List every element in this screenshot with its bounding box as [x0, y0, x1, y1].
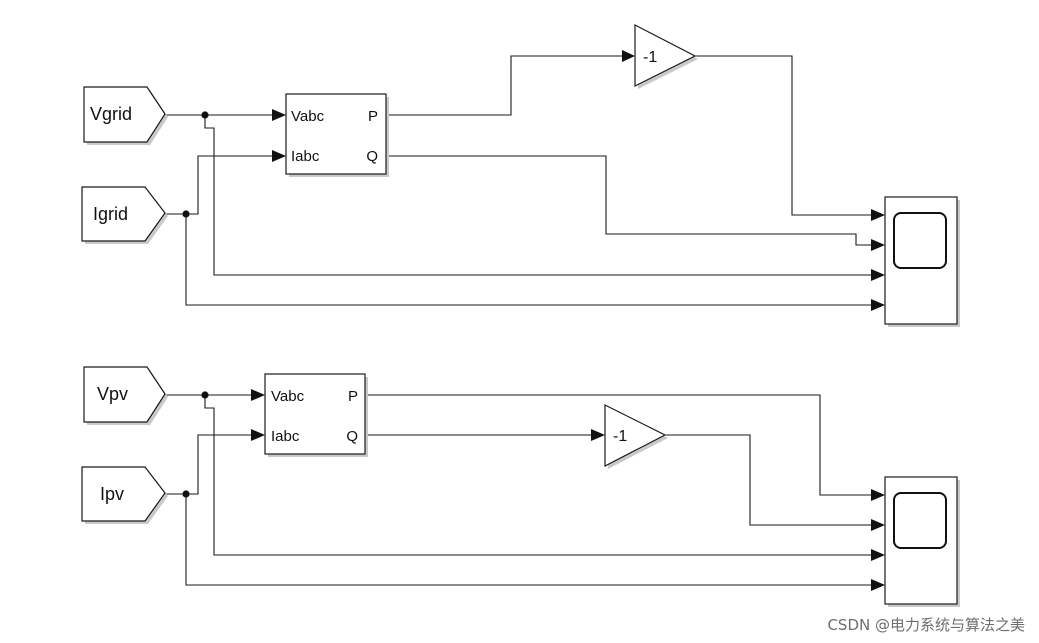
port-label-p: P	[368, 108, 378, 125]
arrow-scope-in4	[871, 579, 885, 591]
arrow-gain-in	[591, 429, 605, 441]
gain-label: -1	[613, 428, 627, 445]
junction-dot	[182, 210, 190, 218]
arrow-scope-in1	[871, 209, 885, 221]
wire-p-gain[interactable]	[386, 55, 628, 116]
from-block-label: Vpv	[97, 384, 128, 404]
scope-block-grid[interactable]	[884, 196, 960, 327]
wire-q-scope[interactable]	[386, 155, 876, 246]
port-label-vabc: Vabc	[271, 388, 305, 405]
arrow-scope-in3	[871, 549, 885, 561]
from-block-vpv[interactable]: Vpv	[83, 366, 168, 425]
wire-igrid-scope[interactable]	[185, 214, 876, 306]
junction-dot	[201, 111, 209, 119]
wire-p-scope[interactable]	[366, 394, 876, 496]
port-label-q: Q	[366, 148, 378, 165]
arrowheads-pv	[251, 389, 885, 591]
arrow-scope-in3	[871, 269, 885, 281]
from-block-igrid[interactable]: Igrid	[81, 186, 168, 244]
arrow-vabc	[251, 389, 265, 401]
port-label-p: P	[348, 388, 358, 405]
diagram-pv: Vpv Ipv Vabc Iabc P Q -1	[81, 366, 960, 607]
pq-block-pv[interactable]: Vabc Iabc P Q	[264, 373, 368, 457]
arrow-scope-in4	[871, 299, 885, 311]
wire-ipv-scope[interactable]	[185, 494, 876, 586]
scope-screen-icon	[893, 492, 947, 549]
from-block-vgrid[interactable]: Vgrid	[83, 86, 168, 145]
from-block-label: Igrid	[93, 204, 128, 224]
diagram-grid: Vgrid Igrid Vabc Iabc P Q -1	[81, 24, 960, 327]
wires-pv	[165, 394, 876, 586]
port-label-q: Q	[346, 428, 358, 445]
wire-gain-scope[interactable]	[665, 434, 876, 526]
arrow-scope-in1	[871, 489, 885, 501]
arrow-iabc	[272, 150, 286, 162]
from-block-label: Vgrid	[90, 104, 132, 124]
arrow-scope-in2	[871, 519, 885, 531]
wires-grid	[165, 55, 876, 306]
wire-vgrid-scope[interactable]	[204, 115, 876, 276]
wire-gain-scope[interactable]	[695, 55, 876, 216]
junction-dot	[182, 490, 190, 498]
from-block-ipv[interactable]: Ipv	[81, 466, 168, 524]
arrow-gain-in	[622, 50, 635, 62]
wire-ipv-iabc[interactable]	[165, 434, 256, 495]
watermark: CSDN @电力系统与算法之美	[827, 616, 1025, 634]
gain-block-grid[interactable]: -1	[634, 24, 698, 89]
wire-igrid-iabc[interactable]	[165, 155, 276, 215]
gain-block-pv[interactable]: -1	[604, 404, 668, 469]
arrow-vabc	[272, 109, 286, 121]
port-label-vabc: Vabc	[291, 108, 325, 125]
scope-block-pv[interactable]	[884, 476, 960, 607]
port-label-iabc: Iabc	[271, 428, 300, 445]
from-block-label: Ipv	[100, 484, 124, 504]
arrow-iabc	[251, 429, 265, 441]
pq-block-grid[interactable]: Vabc Iabc P Q	[285, 93, 389, 177]
port-label-iabc: Iabc	[291, 148, 320, 165]
gain-label: -1	[643, 49, 657, 66]
wire-vpv-scope[interactable]	[204, 395, 876, 556]
arrowheads-grid	[272, 50, 885, 311]
junction-dot	[201, 391, 209, 399]
arrow-scope-in2	[871, 239, 885, 251]
scope-screen-icon	[893, 212, 947, 269]
